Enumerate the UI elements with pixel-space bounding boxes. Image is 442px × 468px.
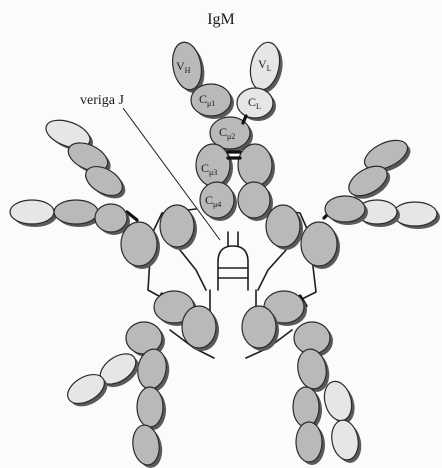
j-chain-label: veriga J [80,93,124,108]
lower-right-monomer [242,291,364,465]
upper-left-monomer [10,115,197,269]
j-chain [210,232,256,312]
light-heavy-disulfide [243,116,246,123]
lower-left-monomer [63,291,219,468]
upper-right-monomer [266,134,440,269]
top-monomer: VH VL Cμ1 CL Cμ2 Cμ3 Cμ4 [169,40,287,221]
diagram-title: IgM [207,11,235,28]
